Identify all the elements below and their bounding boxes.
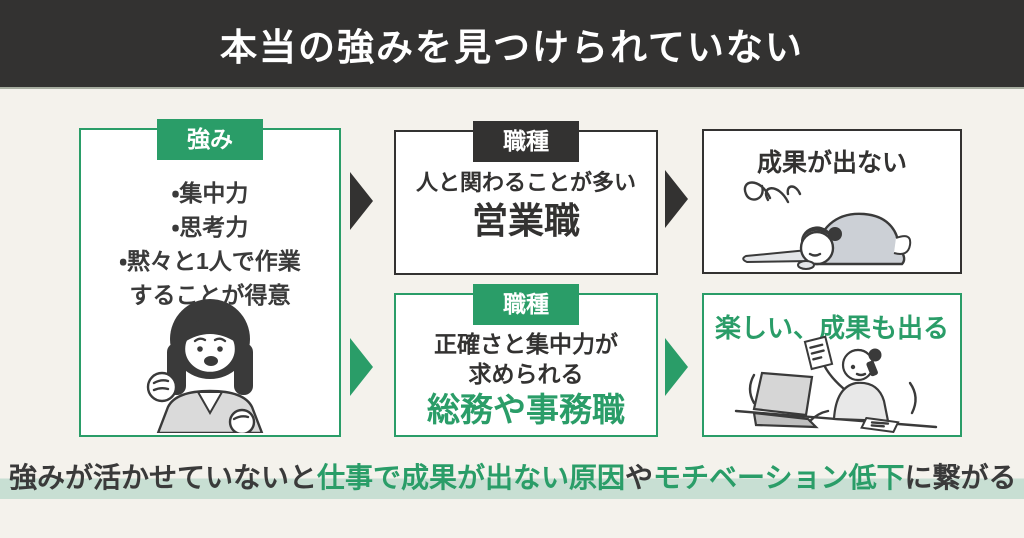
exhausted-person-illustration <box>742 181 912 270</box>
strength-list: ・集中力 ・思考力 ・黙々と1人で作業 することが得意 <box>81 176 339 312</box>
job-clerical-title: 総務や事務職 <box>427 391 625 428</box>
job-type-tab-green: 職種 <box>473 284 579 325</box>
job-type-clerical-box: 職種 正確さと集中力が 求められる 総務や事務職 <box>394 284 658 437</box>
footer-segment: に繋がる <box>904 462 1017 493</box>
footer-note: 強みが活かせていないと仕事で成果が出ない原因やモチベーション低下に繋がる <box>0 458 1024 499</box>
page-title: 本当の強みを見つけられていない <box>220 26 804 68</box>
busy-office-worker-illustration <box>734 335 938 433</box>
job-clerical-subtitle-line1: 正確さと集中力が <box>434 331 618 357</box>
strength-box: 強み ・集中力 ・思考力 ・黙々と1人で作業 することが得意 <box>79 119 341 437</box>
result-positive-box: 楽しい、成果も出る <box>702 293 962 437</box>
arrow-right-dark-top-2 <box>665 170 688 228</box>
cheering-businesswoman-illustration <box>146 299 264 433</box>
job-sales-subtitle: 人と関わることが多い <box>415 170 636 195</box>
job-clerical-subtitle-line2: 求められる <box>468 361 584 387</box>
result-negative-box: 成果が出ない <box>702 129 962 274</box>
footer-highlight: 強みが活かせていないと仕事で成果が出ない原因やモチベーション低下に繋がる <box>0 462 1024 499</box>
strength-item: ・黙々と1人で作業 <box>119 248 301 274</box>
footer-segment: モチベーション低下 <box>653 462 905 493</box>
footer-segment: 仕事で成果が出ない原因 <box>317 462 626 493</box>
strength-tab: 強み <box>157 119 263 160</box>
strength-item: ・思考力 <box>171 214 249 240</box>
arrow-right-dark-top <box>350 172 373 230</box>
arrow-right-green-bottom-2 <box>665 338 688 396</box>
job-type-tab-dark: 職種 <box>473 121 579 162</box>
strength-item: ・集中力 <box>171 180 249 206</box>
footer-segment: 強みが活かせていないと <box>9 462 318 493</box>
header-banner: 本当の強みを見つけられていない <box>0 0 1024 89</box>
arrow-right-green-bottom <box>350 338 373 396</box>
job-type-sales-box: 職種 人と関わることが多い 営業職 <box>394 121 658 275</box>
result-negative-title: 成果が出ない <box>756 149 907 177</box>
job-sales-title: 営業職 <box>471 200 580 241</box>
footer-segment: や <box>625 462 654 493</box>
result-positive-title: 楽しい、成果も出る <box>714 313 949 343</box>
